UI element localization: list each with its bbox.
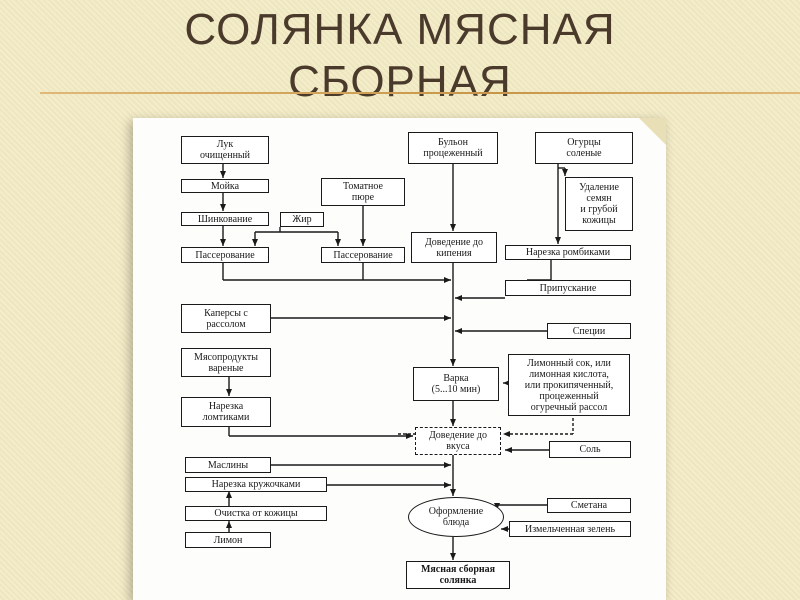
box-onion-peeled: Лук очищенный (181, 136, 269, 164)
flowchart: Лук очищенный Мойка Шинкование Жир Томат… (133, 118, 666, 600)
box-plating: Оформление блюда (408, 497, 504, 537)
box-cut-slices: Нарезка ломтиками (181, 397, 271, 427)
box-cut-rounds: Нарезка кружочками (185, 477, 327, 492)
box-saute-onion: Пассерование (181, 247, 269, 263)
box-final-dish: Мясная сборная солянка (406, 561, 510, 589)
card-folded-corner (639, 118, 666, 145)
box-lemon: Лимон (185, 532, 271, 548)
box-chopped-greens: Измельченная зелень (509, 521, 631, 537)
box-poaching: Припускание (505, 280, 631, 296)
box-adjust-taste: Доведение до вкуса (415, 427, 501, 455)
box-tomato-puree: Томатное пюре (321, 178, 405, 206)
box-pickled-cucumbers: Огурцы соленые (535, 132, 633, 164)
box-washing: Мойка (181, 179, 269, 193)
box-sour-cream: Сметана (547, 498, 631, 513)
box-spices: Специи (547, 323, 631, 339)
box-boiling: Варка (5...10 мин) (413, 367, 499, 401)
title-underline (40, 92, 800, 94)
box-bring-to-boil: Доведение до кипения (411, 232, 497, 263)
box-capers-brine: Каперсы с рассолом (181, 304, 271, 333)
box-saute-tomato: Пассерование (321, 247, 405, 263)
box-peel-removal: Очистка от кожицы (185, 506, 327, 521)
box-lemon-juice-options: Лимонный сок, или лимонная кислота, или … (508, 354, 630, 416)
box-seed-removal: Удаление семян и грубой кожицы (565, 177, 633, 231)
box-salt: Соль (549, 441, 631, 458)
box-boiled-meats: Мясопродукты вареные (181, 348, 271, 377)
box-cut-diamonds: Нарезка ромбиками (505, 245, 631, 260)
box-fat: Жир (280, 212, 324, 227)
box-shredding: Шинкование (181, 212, 269, 226)
box-olives: Маслины (185, 457, 271, 473)
box-broth-strained: Бульон процеженный (408, 132, 498, 164)
page-title: СОЛЯНКА МЯСНАЯ СБОРНАЯ (184, 5, 616, 106)
